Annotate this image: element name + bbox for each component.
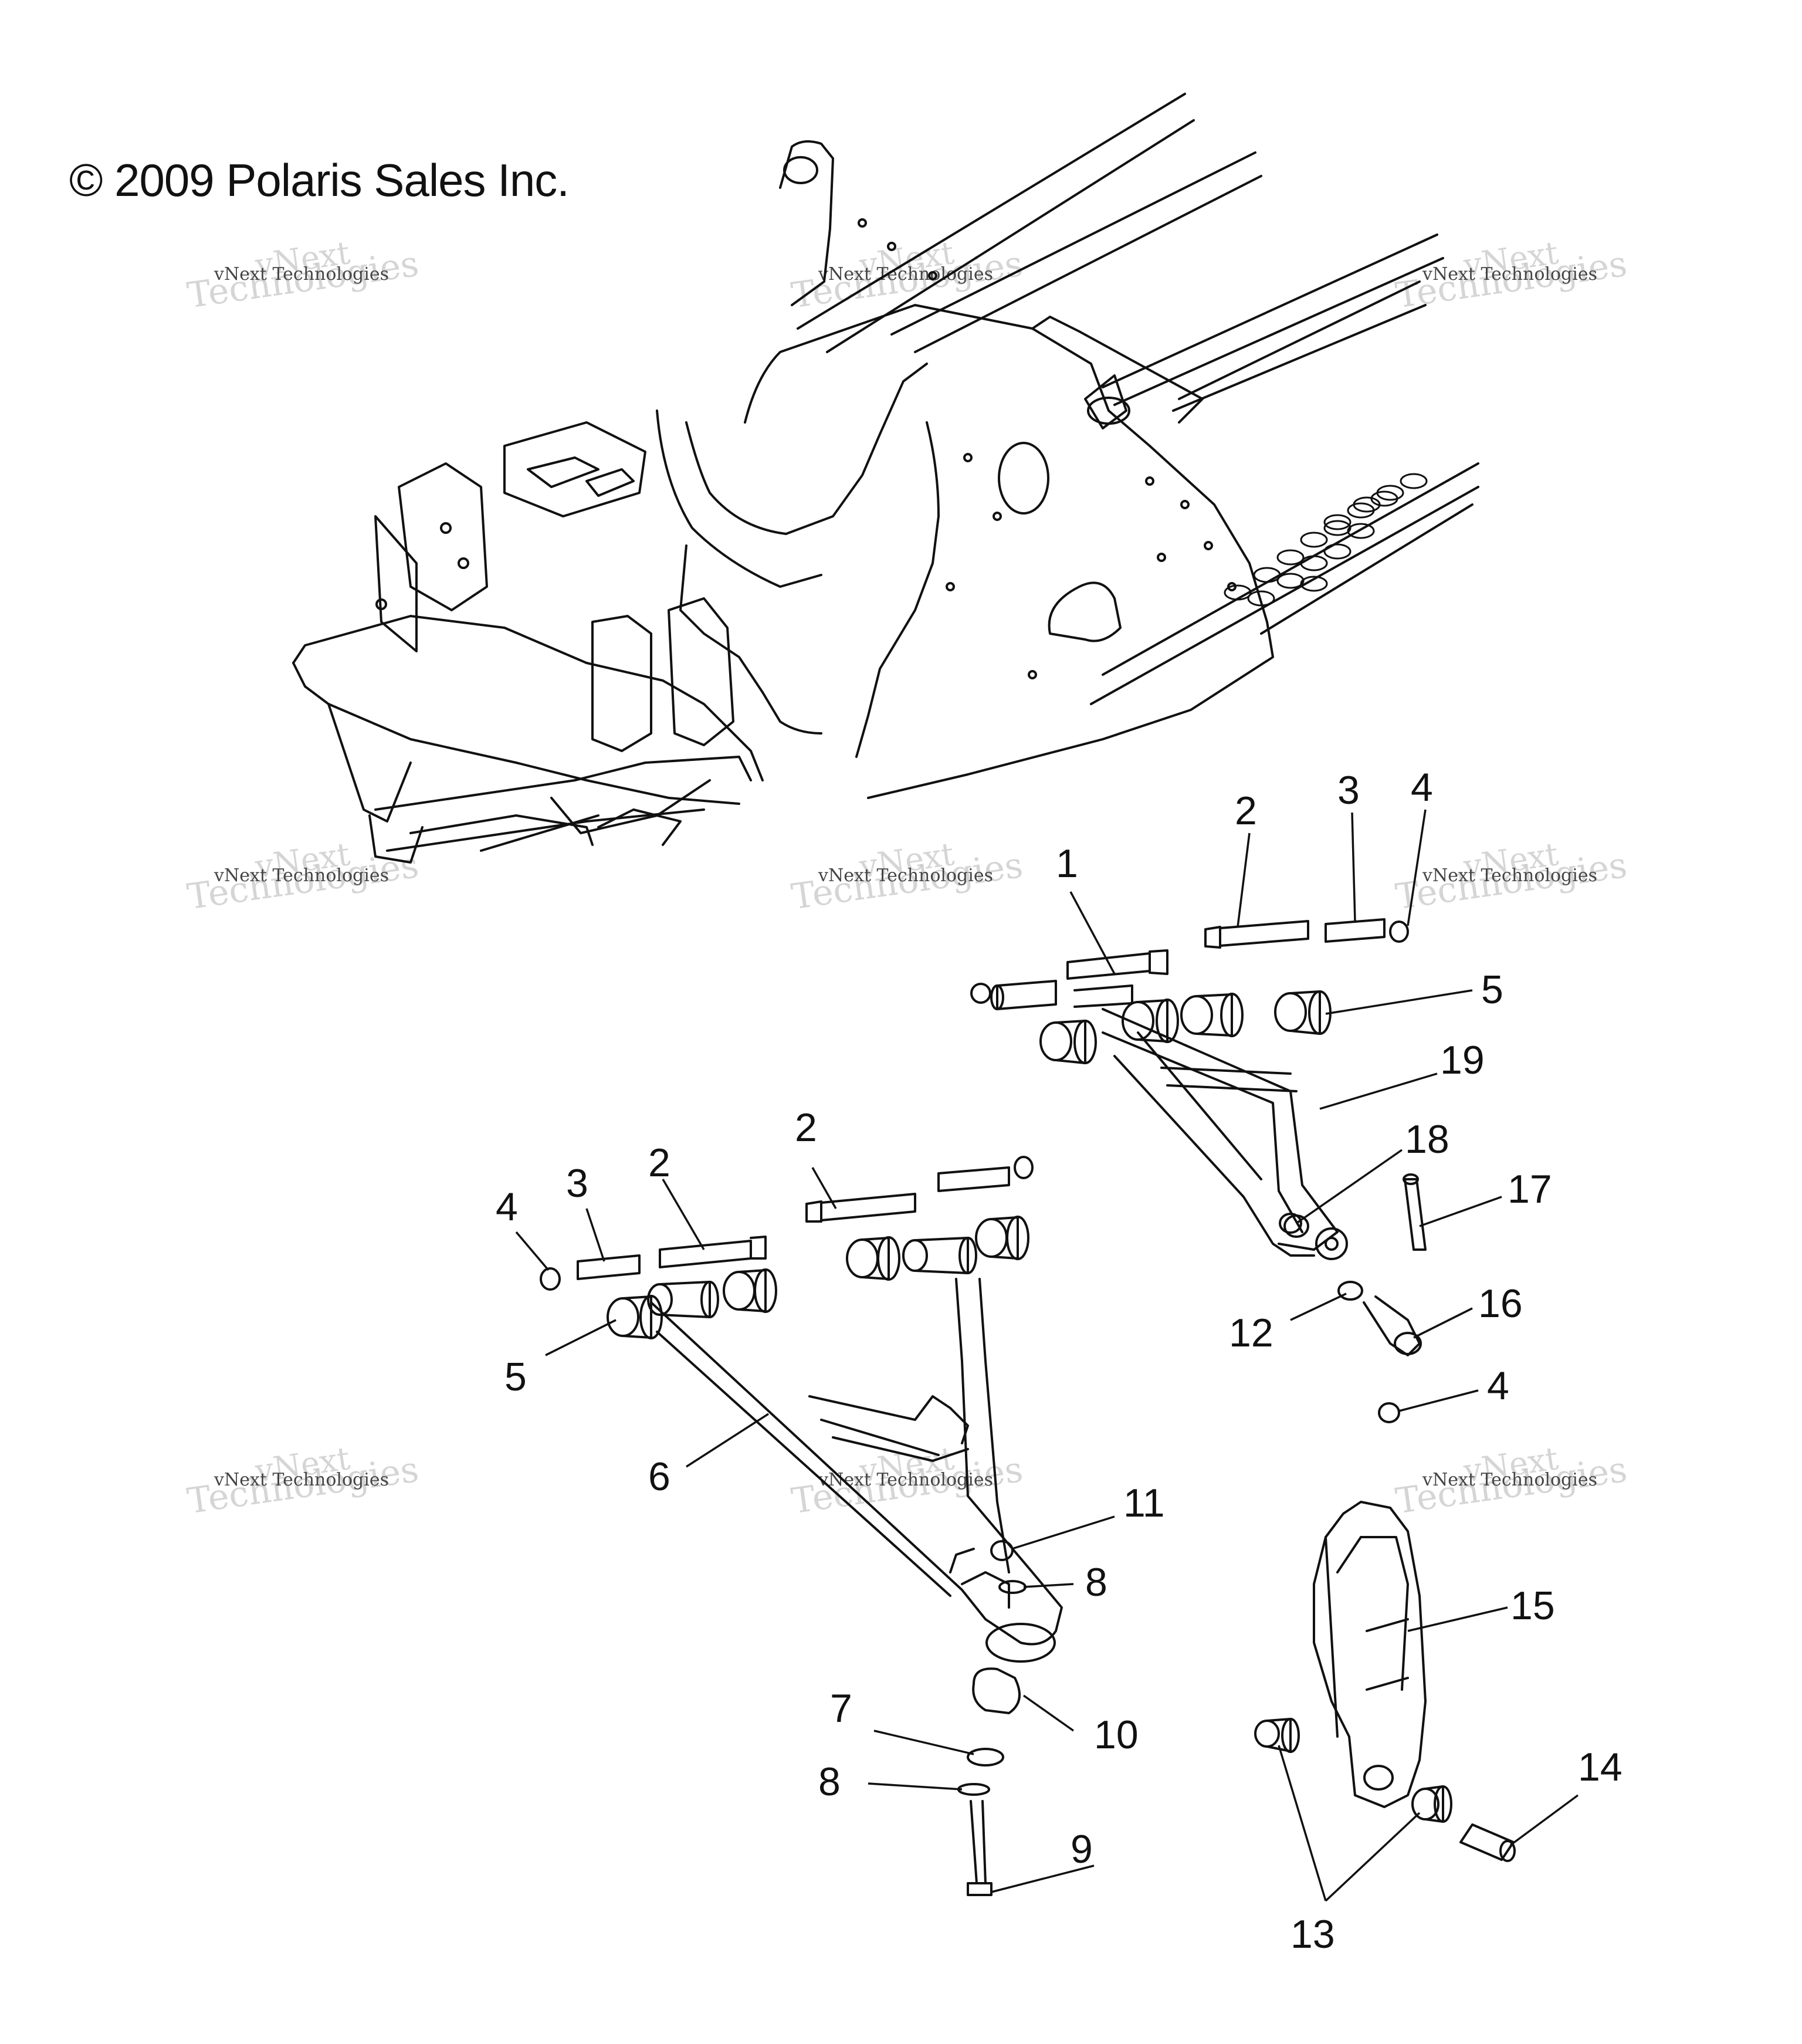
copyright-notice: © 2009 Polaris Sales Inc.: [69, 154, 570, 206]
lower-hardware: [540, 1156, 1034, 1291]
callout-19: 19: [1440, 1038, 1485, 1082]
callout-6: 6: [648, 1454, 670, 1499]
callout-17: 17: [1508, 1167, 1552, 1211]
callout-2: 2: [1235, 789, 1257, 833]
chassis-frame: [292, 93, 1479, 864]
spindle: [1254, 1501, 1516, 1862]
callout-11: 11: [1123, 1481, 1165, 1525]
callout-15: 15: [1510, 1583, 1555, 1628]
callout-4: 4: [1411, 765, 1433, 810]
callout-18: 18: [1405, 1117, 1449, 1162]
callout-2: 2: [795, 1105, 817, 1150]
leader-lines: [515, 809, 1579, 1902]
callout-8: 8: [1085, 1560, 1107, 1605]
callout-4: 4: [1487, 1363, 1509, 1408]
callout-4: 4: [496, 1185, 518, 1229]
upper-a-arm: [1039, 990, 1348, 1260]
lower-a-arm: [607, 1216, 1063, 1663]
callout-14: 14: [1578, 1745, 1623, 1789]
callout-3: 3: [566, 1161, 588, 1206]
callout-1: 1: [1056, 841, 1078, 886]
callout-8: 8: [818, 1759, 841, 1804]
callout-13: 13: [1290, 1912, 1335, 1957]
callout-3: 3: [1337, 768, 1360, 813]
callout-2: 2: [648, 1141, 670, 1185]
callout-12: 12: [1229, 1311, 1273, 1355]
callout-5: 5: [1481, 967, 1503, 1012]
callout-9: 9: [1071, 1827, 1093, 1872]
upper-hardware: [970, 918, 1409, 1010]
callout-7: 7: [830, 1686, 852, 1731]
callout-numbers: 1 2 3 4 5 19 18 17 16 12 4 2 2 3 4 5 6 1…: [496, 765, 1623, 1957]
ball-joint-parts: [957, 1173, 1427, 1896]
callout-5: 5: [504, 1355, 527, 1399]
callout-10: 10: [1094, 1713, 1139, 1757]
callout-16: 16: [1478, 1281, 1523, 1326]
